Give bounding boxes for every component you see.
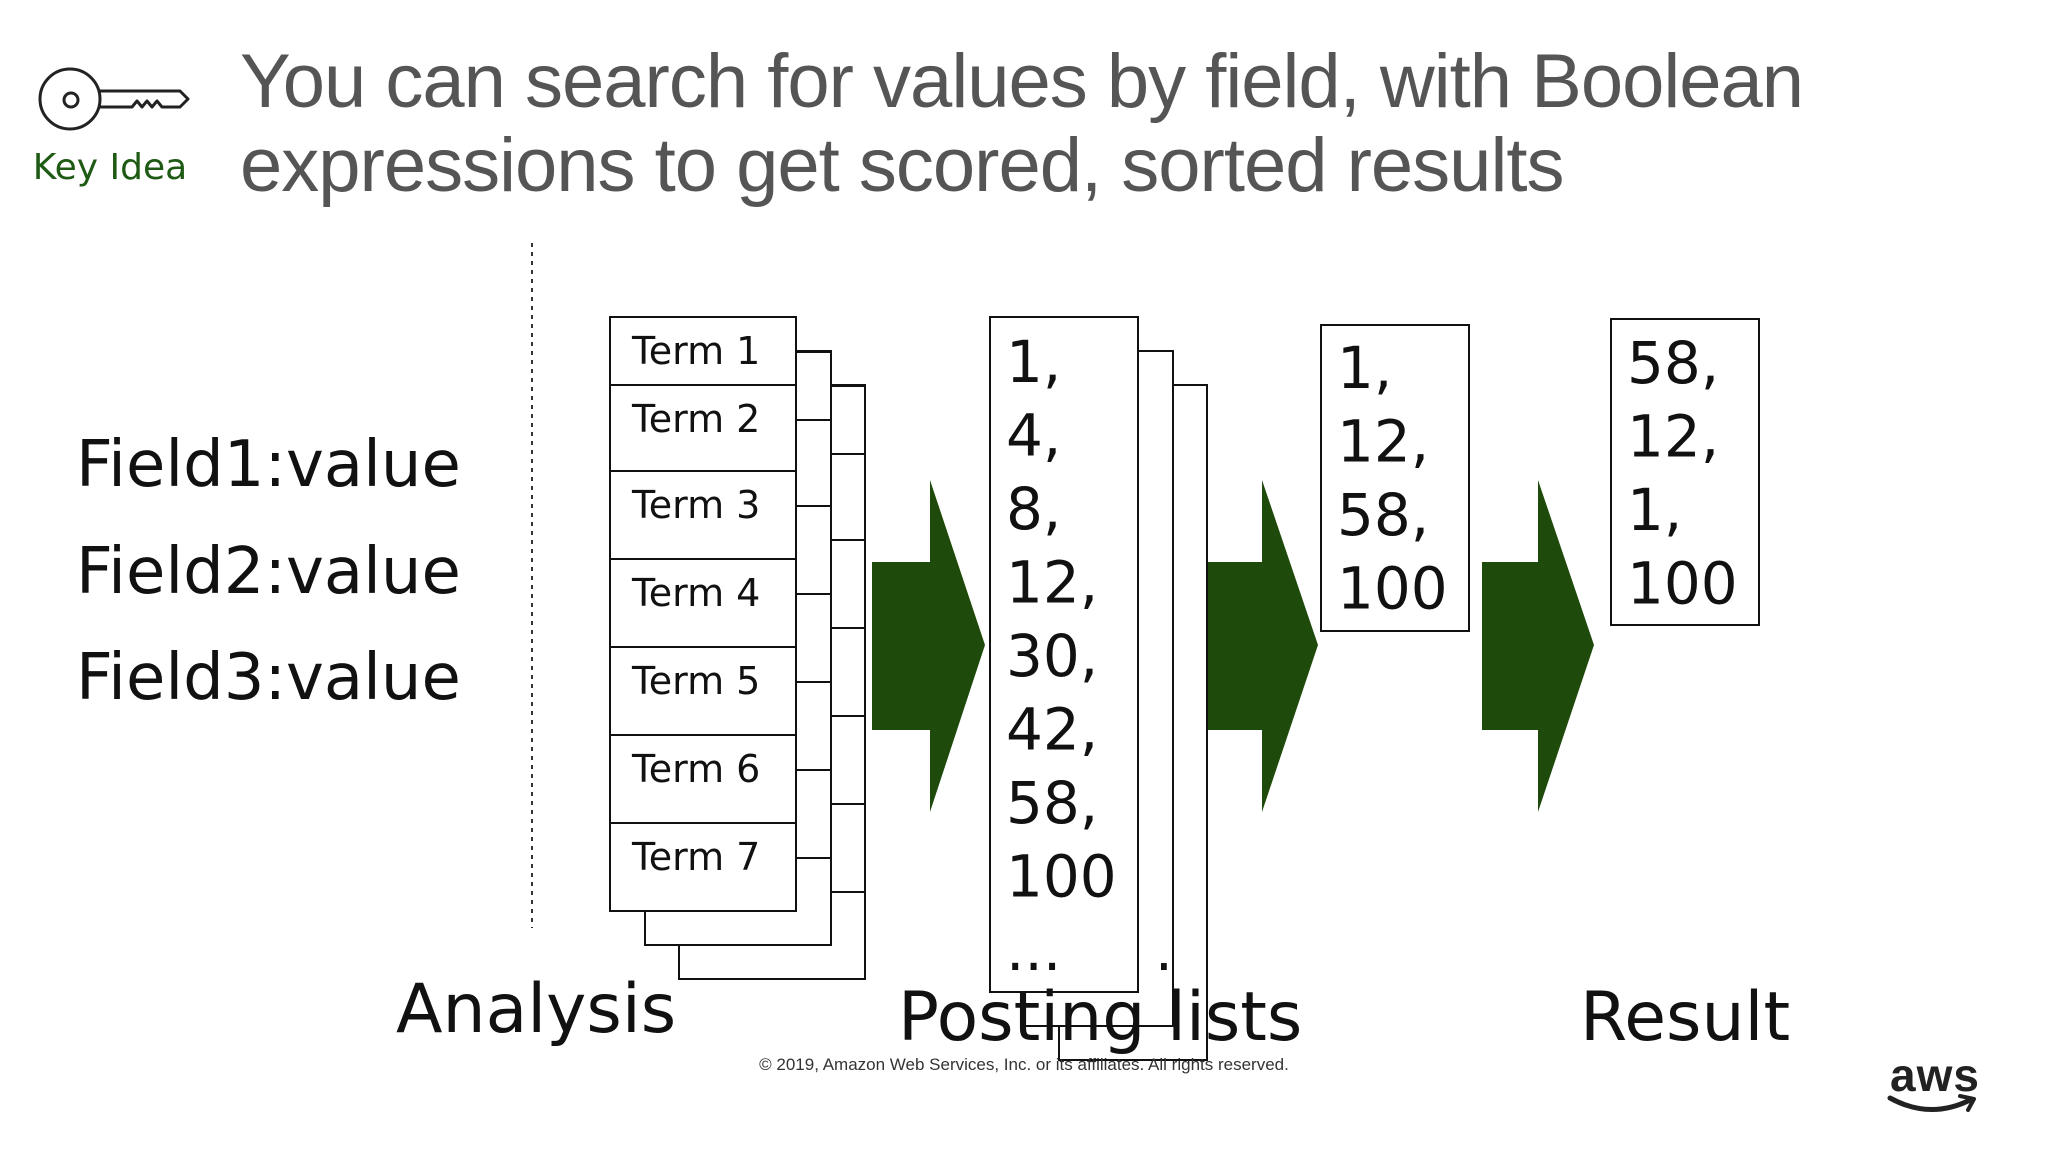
term-label: Term 6	[631, 747, 760, 791]
key-icon	[38, 67, 190, 131]
posting-list-value: 8,	[1006, 475, 1061, 543]
aws-logo-text: aws	[1890, 1049, 1980, 1101]
key-idea-label: Key Idea	[32, 147, 188, 188]
result-values: 58,12,1,100	[1627, 329, 1738, 618]
result-value: 58,	[1627, 329, 1719, 397]
intersection-value: 58,	[1337, 481, 1429, 549]
term-list: Term 1 Term 2 Term 3 Term 4 Term 5 Term 6 Term…	[610, 329, 796, 912]
intersection-value: 100	[1337, 555, 1448, 623]
posting-list-value: 100	[1006, 843, 1117, 911]
posting-list-value: ...	[1006, 916, 1061, 984]
copyright-notice: © 2019, Amazon Web Services, Inc. or its…	[759, 1055, 1289, 1074]
term-label: Term 3	[631, 483, 760, 527]
title-line-1: You can search for values by field, with…	[240, 39, 1804, 124]
term-label: Term 7	[631, 835, 760, 879]
analysis-arrow	[872, 480, 985, 812]
posting-list-page-front	[989, 316, 1139, 993]
intersection-value: 12,	[1337, 408, 1429, 476]
posting-list-values: 1,4,8,12,30,42,58,100...	[1006, 328, 1117, 984]
query-field-2: Field2:value	[76, 535, 461, 609]
slide-title: You can search for values by field, with…	[240, 40, 2000, 208]
term-label: Term 4	[631, 571, 760, 615]
analysis-label: Analysis	[396, 970, 677, 1049]
result-value: 100	[1627, 550, 1738, 618]
intersection-box	[1320, 324, 1470, 632]
intersect-arrow	[1206, 480, 1318, 812]
term-label: Term 2	[631, 397, 760, 441]
term-label: Term 1	[631, 329, 760, 373]
posting-list-value: 42,	[1006, 696, 1098, 764]
intersection-value: 1,	[1337, 334, 1392, 402]
posting-list-value: 1,	[1006, 328, 1061, 396]
aws-logo: aws	[1887, 1048, 1980, 1112]
result-box	[1610, 318, 1760, 626]
posting-list-value: 4,	[1006, 402, 1061, 470]
aws-smile-icon	[1887, 1094, 1976, 1112]
posting-list-value: 12,	[1006, 549, 1098, 617]
posting-list-value: 58,	[1006, 769, 1098, 837]
posting-list-value: 30,	[1006, 622, 1098, 690]
term-index-page-front	[609, 316, 797, 912]
query-field-3: Field3:value	[76, 641, 461, 715]
result-label: Result	[1580, 978, 1791, 1057]
intersection-values: 1,12,58,100	[1337, 334, 1448, 623]
term-index-page-dividers	[796, 351, 865, 893]
term-label: Term 5	[631, 659, 760, 703]
posting-list-back-glimpse: .	[1155, 919, 1173, 984]
posting-lists-label: Posting lists	[898, 978, 1303, 1057]
result-value: 1,	[1627, 476, 1682, 544]
result-value: 12,	[1627, 403, 1719, 471]
sort-arrow	[1482, 480, 1594, 812]
query-field-1: Field1:value	[76, 428, 461, 502]
key-idea-badge: Key Idea	[30, 65, 190, 195]
title-line-2: expressions to get scored, sorted result…	[240, 123, 1564, 208]
